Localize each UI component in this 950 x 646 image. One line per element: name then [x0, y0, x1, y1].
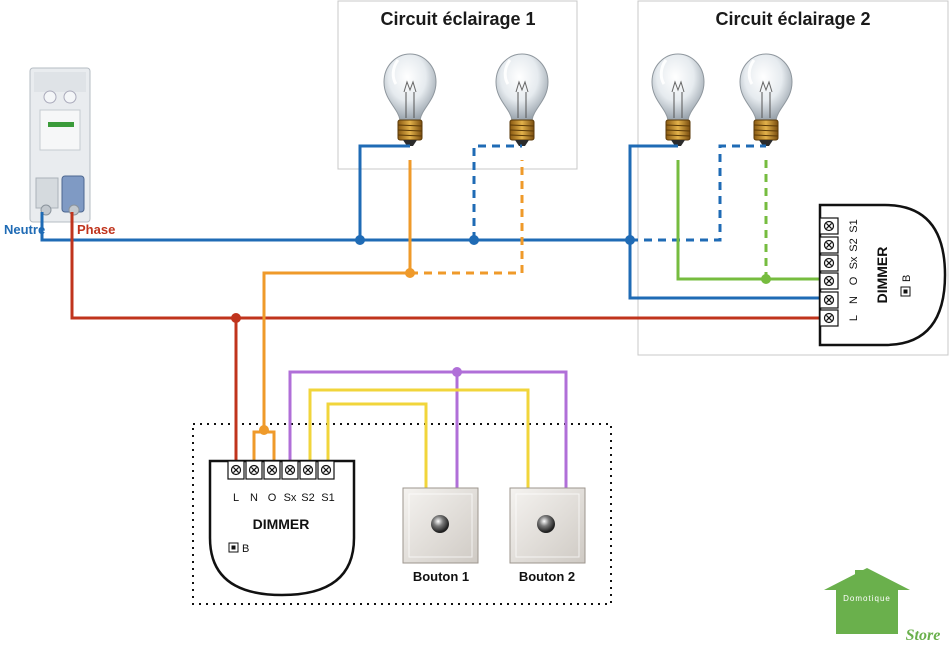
dimmer-remote: L N O Sx S2 S1 DIMMER B: [818, 203, 947, 347]
switch-signal-wires: [308, 388, 530, 488]
button-2-label: Bouton 2: [519, 569, 575, 584]
push-button-1[interactable]: [402, 487, 479, 564]
logo-brand: Domotique: [843, 594, 891, 603]
terminal-label-Sx: Sx: [284, 492, 297, 504]
circuit-title-1: Circuit éclairage 1: [380, 9, 535, 29]
dimmer-remote-b-label: B: [901, 275, 913, 282]
dimmer-main: L N O Sx S2 S1 DIMMER B: [208, 459, 356, 597]
remote-terminal-label-O: O: [848, 276, 860, 285]
remote-terminal-label-Sx: Sx: [848, 256, 860, 269]
dimmer-main-b-label: B: [242, 543, 249, 555]
neutral-wire: [40, 144, 822, 300]
phase-label: Phase: [77, 222, 115, 237]
circuit-title-2: Circuit éclairage 2: [715, 9, 870, 29]
load-wire-circuit2: [676, 160, 822, 281]
remote-terminal-label-N: N: [848, 296, 860, 304]
button-1-label: Bouton 1: [413, 569, 469, 584]
remote-terminal-label-S2: S2: [848, 238, 860, 251]
neutral-label: Neutre: [4, 222, 45, 237]
terminal-label-S2: S2: [301, 492, 314, 504]
load-wire-circuit1-dashed: [410, 160, 524, 275]
logo-suffix: Store: [906, 627, 941, 644]
push-button-2[interactable]: [509, 487, 586, 564]
terminal-label-N: N: [250, 492, 258, 504]
remote-terminal-label-S1: S1: [848, 219, 860, 232]
terminal-label-L: L: [233, 492, 239, 504]
neutral-wire-dashed: [472, 144, 766, 242]
load-wire-circuit1: [252, 160, 412, 468]
dimmer-main-title: DIMMER: [253, 516, 310, 532]
terminal-label-S1: S1: [321, 492, 334, 504]
junction-dots: [231, 235, 771, 435]
domotique-store-logo: Domotique Store: [824, 568, 940, 644]
circuit-breaker: [29, 67, 91, 223]
button-2-knob-icon: [537, 515, 555, 533]
remote-terminal-label-L: L: [848, 315, 860, 321]
button-1-knob-icon: [431, 515, 449, 533]
terminal-label-O: O: [268, 492, 277, 504]
phase-wire: [70, 212, 822, 468]
switch-enclosure: [192, 423, 612, 605]
dimmer-remote-title: DIMMER: [874, 247, 890, 304]
